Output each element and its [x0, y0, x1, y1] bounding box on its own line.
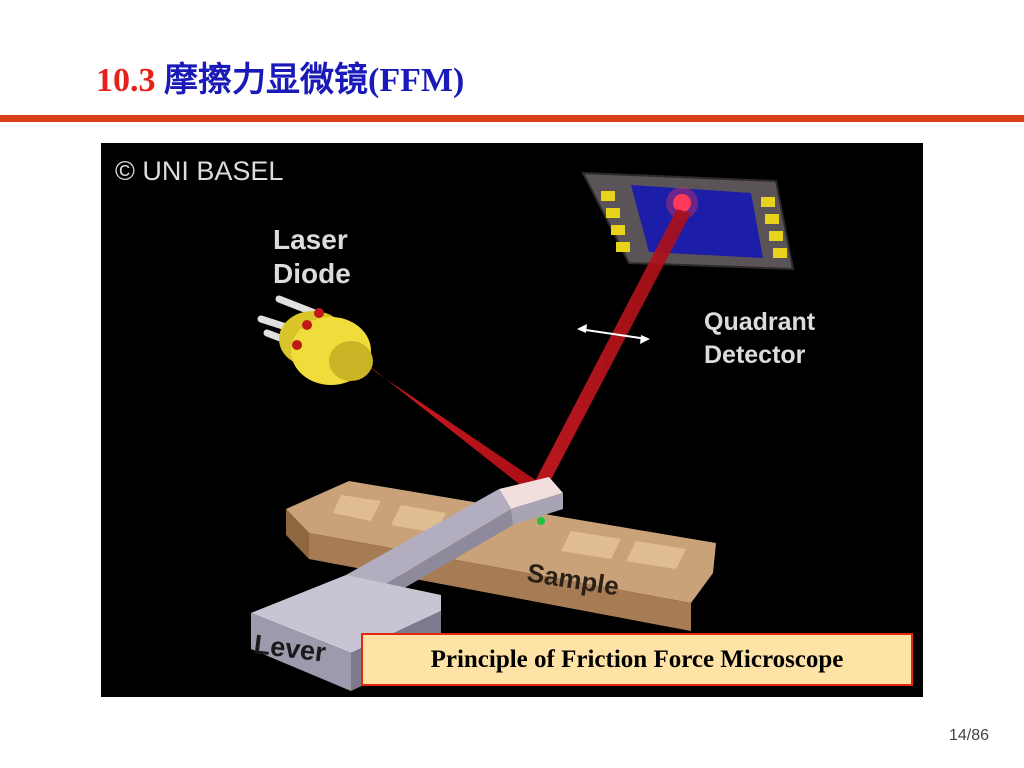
- page-number: 14/86: [948, 727, 989, 744]
- section-number: 10.3: [96, 62, 156, 99]
- deflection-arrow-icon: [577, 324, 650, 344]
- quadrant-detector-label-line2: Detector: [704, 341, 806, 369]
- ffm-diagram: © UNI BASEL Laser Diode Quadrant Detecto…: [101, 143, 923, 697]
- copyright-label: © UNI BASEL: [115, 156, 283, 186]
- figure-caption: Principle of Friction Force Microscope: [361, 633, 913, 686]
- laser-diode-icon: [257, 295, 373, 385]
- laser-diode-label-line1: Laser: [273, 224, 348, 255]
- slide-title: 10.3 摩擦力显微镜(FFM): [96, 52, 464, 101]
- quadrant-detector-label-line1: Quadrant: [704, 308, 816, 336]
- reflected-laser-beam: [533, 209, 691, 491]
- title-divider: [0, 115, 1024, 122]
- title-text: 摩擦力显微镜(FFM): [164, 62, 465, 99]
- incident-laser-beam: [363, 361, 546, 495]
- laser-diode-label-line2: Diode: [273, 258, 351, 289]
